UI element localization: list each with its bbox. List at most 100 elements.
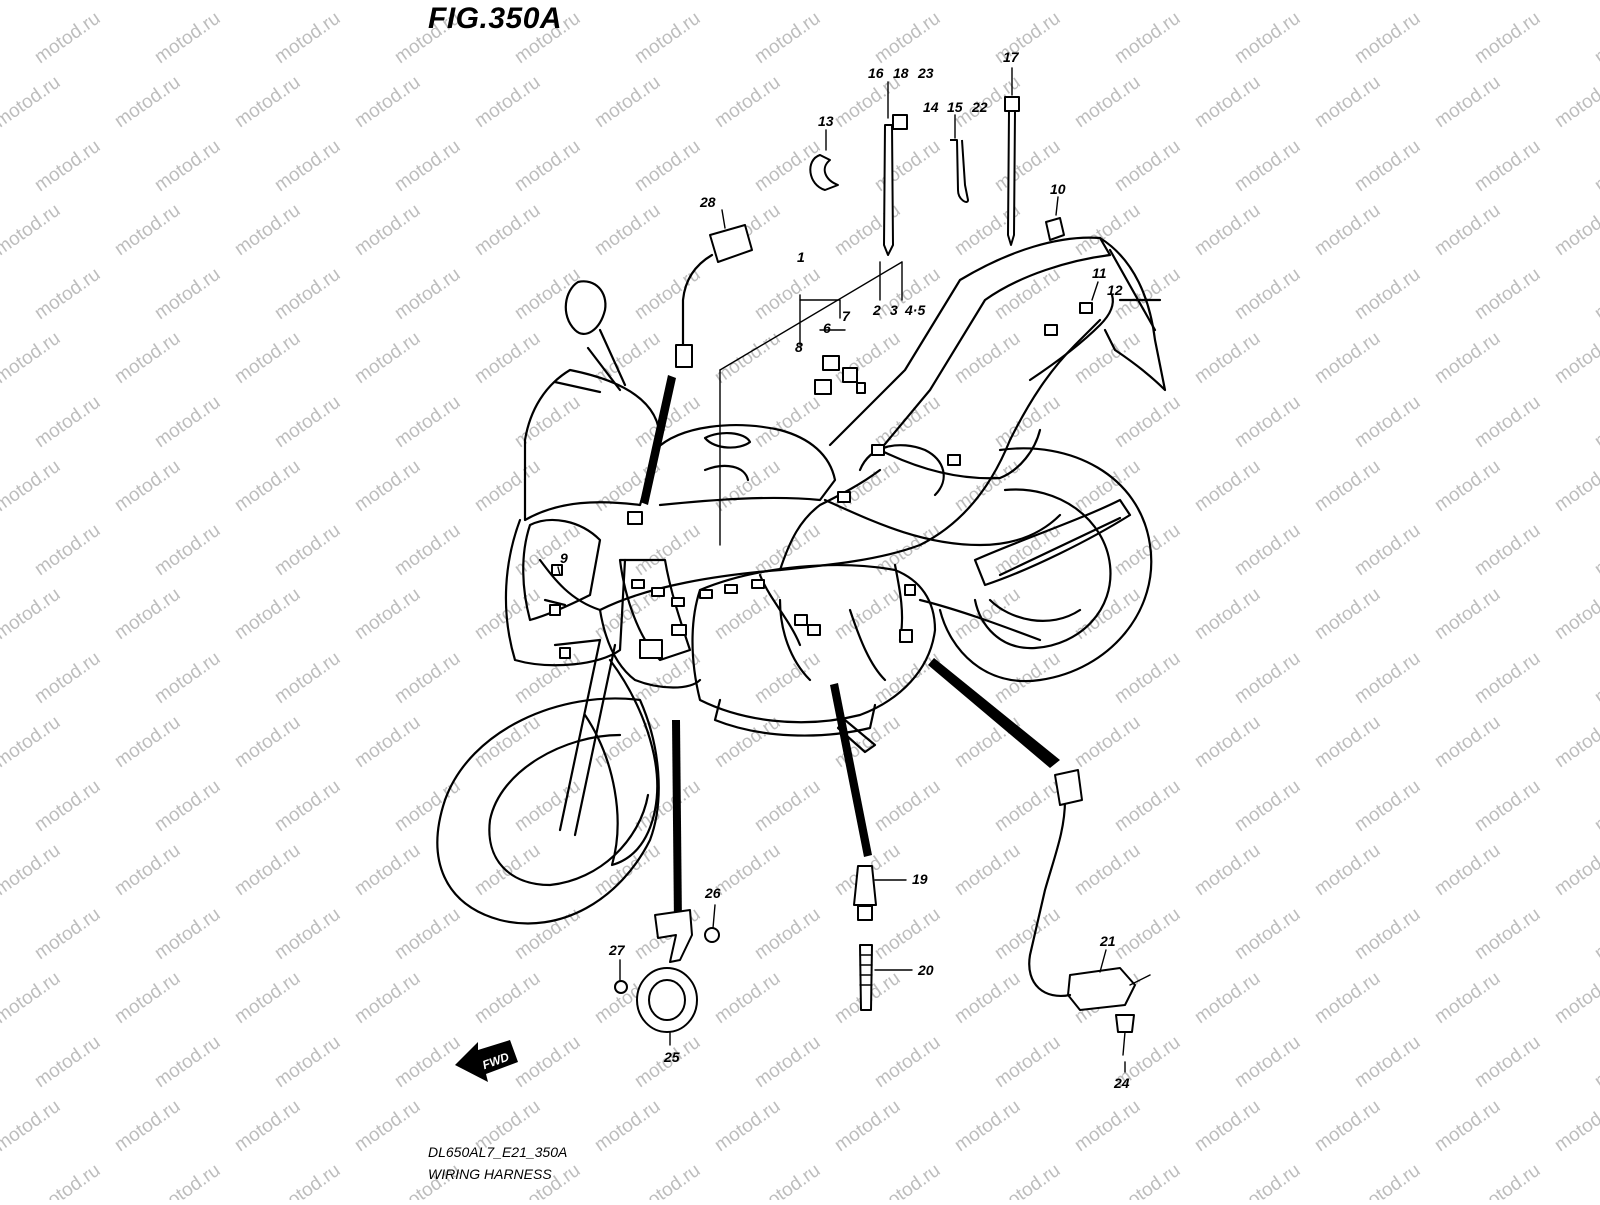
watermark-text: motod.ru <box>0 712 64 772</box>
watermark-text: motod.ru <box>351 328 424 388</box>
callout-15: 15 <box>947 99 963 115</box>
watermark-text: motod.ru <box>1111 136 1184 196</box>
rear-wheel-inner <box>973 488 1112 650</box>
watermark-text: motod.ru <box>1111 904 1184 964</box>
watermark-text: motod.ru <box>1551 584 1600 644</box>
harness-branch-front <box>598 608 702 689</box>
watermark-text: motod.ru <box>0 584 64 644</box>
callout-8: 8 <box>795 339 803 355</box>
leader-1 <box>719 261 903 371</box>
watermark-text: motod.ru <box>1071 0 1144 4</box>
tank-cap <box>703 432 752 449</box>
watermark-text: motod.ru <box>1551 968 1600 1028</box>
watermark-text: motod.ru <box>1111 1160 1184 1200</box>
watermark-text: motod.ru <box>471 968 544 1028</box>
watermark-text: motod.ru <box>471 456 544 516</box>
watermark-text: motod.ru <box>151 264 224 324</box>
watermark-text: motod.ru <box>151 1032 224 1092</box>
leader-lines <box>557 67 1126 1073</box>
side-cover <box>878 428 1042 480</box>
watermark-text: motod.ru <box>1471 392 1544 452</box>
harness-branch-up <box>778 468 882 572</box>
watermark-text: motod.ru <box>831 328 904 388</box>
watermark-text: motod.ru <box>511 1032 584 1092</box>
watermark-text: motod.ru <box>991 392 1064 452</box>
watermark-text: motod.ru <box>991 904 1064 964</box>
watermark-text: motod.ru <box>1551 456 1600 516</box>
callout-45: 4·5 <box>904 302 925 318</box>
frame-rail <box>823 498 1062 547</box>
watermark-text: motod.ru <box>1191 712 1264 772</box>
watermark-text: motod.ru <box>991 8 1064 68</box>
watermark-text: motod.ru <box>1351 264 1424 324</box>
callout-10: 10 <box>1050 181 1066 197</box>
callout-12: 12 <box>1107 282 1123 298</box>
watermark-text: motod.ru <box>1191 968 1264 1028</box>
watermark-text: motod.ru <box>111 840 184 900</box>
watermark-text: motod.ru <box>1591 520 1600 580</box>
watermark-text: motod.ru <box>231 0 304 4</box>
watermark-text: motod.ru <box>271 648 344 708</box>
watermark-text: motod.ru <box>351 1096 424 1156</box>
band-16 <box>883 124 894 256</box>
watermark-text: motod.ru <box>1591 8 1600 68</box>
leader-11 <box>1091 281 1099 301</box>
leader-arrow-sensor-19 <box>830 683 872 857</box>
harness-connectors <box>549 302 1093 659</box>
watermark-text: motod.ru <box>151 1160 224 1200</box>
watermark-text: motod.ru <box>1551 328 1600 388</box>
watermark-text: motod.ru <box>271 392 344 452</box>
watermark-text: motod.ru <box>271 136 344 196</box>
watermark-text: motod.ru <box>871 1160 944 1200</box>
watermark-text: motod.ru <box>1311 328 1384 388</box>
watermark-text: motod.ru <box>831 584 904 644</box>
watermark-text: motod.ru <box>31 392 104 452</box>
callout-6: 6 <box>823 320 831 336</box>
watermark-text: motod.ru <box>631 776 704 836</box>
watermark-text: motod.ru <box>711 840 784 900</box>
watermark-text: motod.ru <box>1191 840 1264 900</box>
watermark-text: motod.ru <box>1551 712 1600 772</box>
watermark-text: motod.ru <box>1431 72 1504 132</box>
watermark-text: motod.ru <box>0 840 64 900</box>
watermark-text: motod.ru <box>831 1096 904 1156</box>
watermark-text: motod.ru <box>1431 328 1504 388</box>
watermark-text: motod.ru <box>0 1096 64 1156</box>
callout-17: 17 <box>1003 49 1020 65</box>
callout-26: 26 <box>704 885 721 901</box>
callout-19: 19 <box>912 871 928 887</box>
watermark-text: motod.ru <box>151 136 224 196</box>
watermark-text: motod.ru <box>711 72 784 132</box>
cable-tie-17 <box>1007 110 1016 246</box>
switch-21-screw <box>1129 974 1151 986</box>
watermark-text: motod.ru <box>631 136 704 196</box>
watermark-text: motod.ru <box>871 904 944 964</box>
watermark-text: motod.ru <box>1591 1160 1600 1200</box>
watermark-text: motod.ru <box>1071 840 1144 900</box>
watermark-text: motod.ru <box>1231 1032 1304 1092</box>
watermark-text: motod.ru <box>1431 200 1504 260</box>
watermark-text: motod.ru <box>631 1160 704 1200</box>
watermark-text: motod.ru <box>391 264 464 324</box>
fwd-arrow-icon <box>455 1040 518 1082</box>
watermark-text: motod.ru <box>751 904 824 964</box>
sidestand-switch-21 <box>1067 967 1136 1011</box>
fuel-tank <box>653 424 837 507</box>
watermark-text: motod.ru <box>1311 0 1384 4</box>
watermark-text: motod.ru <box>591 0 664 4</box>
watermark-text: motod.ru <box>751 392 824 452</box>
watermark-text: motod.ru <box>271 904 344 964</box>
socket-28-wire <box>681 253 714 347</box>
watermark-text: motod.ru <box>1191 328 1264 388</box>
watermark-text: motod.ru <box>711 0 784 4</box>
watermark-text: motod.ru <box>31 136 104 196</box>
tie-head-17 <box>1004 96 1020 112</box>
fuse-2345 <box>856 382 866 394</box>
watermark-text: motod.ru <box>231 456 304 516</box>
callout-7: 7 <box>842 308 851 324</box>
watermark-text: motod.ru <box>151 392 224 452</box>
watermark-text: motod.ru <box>1431 968 1504 1028</box>
watermark-text: motod.ru <box>1311 712 1384 772</box>
watermark-text: motod.ru <box>1551 200 1600 260</box>
